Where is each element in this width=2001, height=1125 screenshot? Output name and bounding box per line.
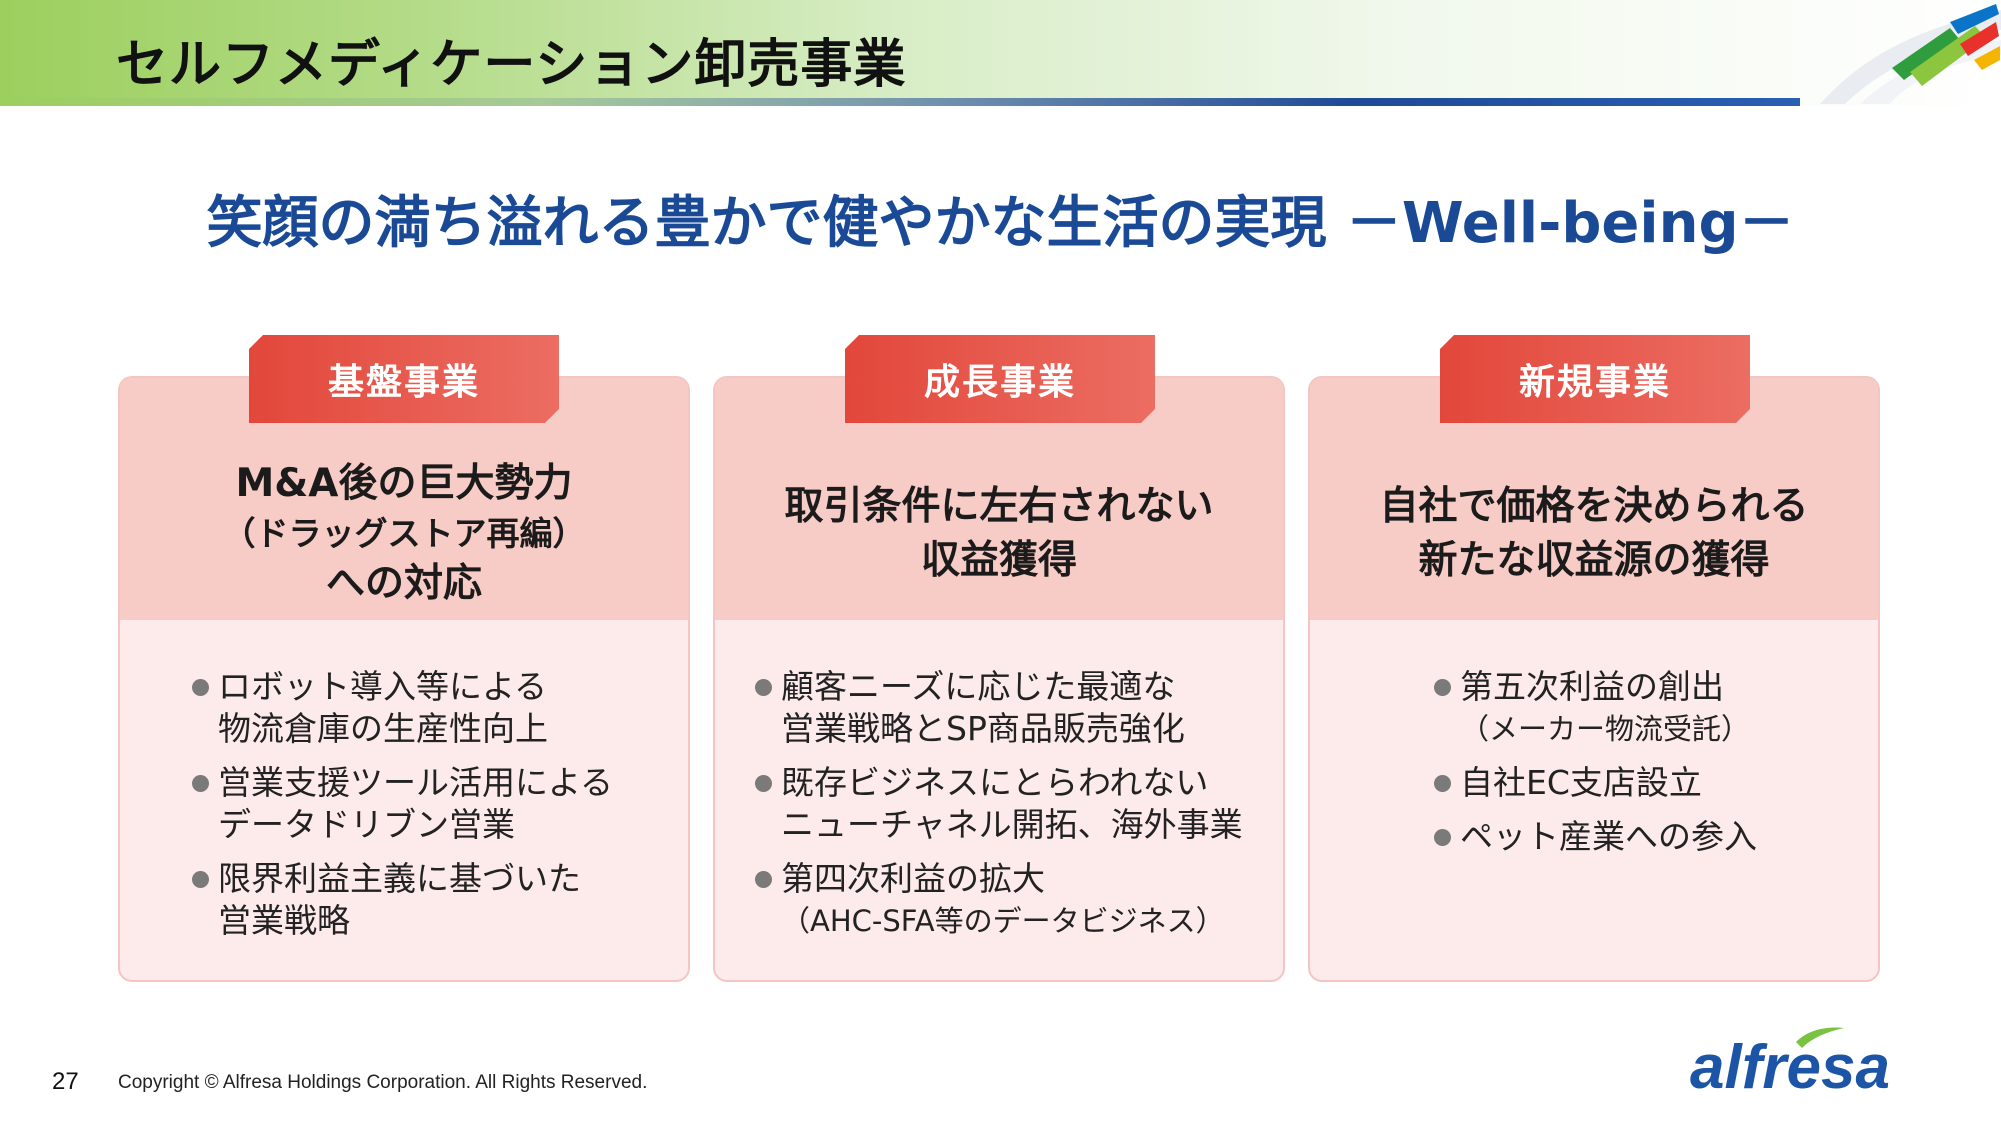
bullet-item: ロボット導入等による 物流倉庫の生産性向上 [192,666,613,750]
tab-foundation-business: 基盤事業 [249,335,559,423]
bullet-item: 第四次利益の拡大 （AHC-SFA等のデータビジネス） [755,858,1243,942]
tab-new-business: 新規事業 [1440,335,1750,423]
header-band [0,0,2001,106]
bullet-dot-icon [1434,679,1451,696]
bullet-dot-icon [192,679,209,696]
card-heading: M&A後の巨大勢力 （ドラッグストア再編） への対応 [120,448,688,620]
bullet-list: ロボット導入等による 物流倉庫の生産性向上 営業支援ツール活用による データドリ… [192,666,613,954]
bullet-line: 限界利益主義に基づいた [218,859,581,898]
bullet-item: ペット産業への参入 [1434,816,1757,858]
bullet-item: 自社EC支店設立 [1434,762,1757,804]
bullet-line: 自社EC支店設立 [1460,763,1702,802]
bullet-item: 既存ビジネスにとらわれない ニューチャネル開拓、海外事業 [755,762,1243,846]
bullet-line: データドリブン営業 [218,805,515,844]
bullet-line: 営業支援ツール活用による [218,763,614,802]
tagline: 笑顔の満ち溢れる豊かで健やかな生活の実現 －Well-being－ [206,191,1795,256]
header-rule [0,98,1800,106]
bullet-item: 限界利益主義に基づいた 営業戦略 [192,858,613,942]
bullet-dot-icon [192,775,209,792]
card-new-business: 自社で価格を決められる 新たな収益源の獲得 第五次利益の創出 （メーカー物流受託… [1308,376,1880,982]
card-growth-business: 取引条件に左右されない 収益獲得 顧客ニーズに応じた最適な 営業戦略とSP商品販… [713,376,1285,982]
bullet-item: 顧客ニーズに応じた最適な 営業戦略とSP商品販売強化 [755,666,1243,750]
card-heading: 取引条件に左右されない 収益獲得 [715,448,1283,620]
bullet-dot-icon [755,679,772,696]
bullet-line: ペット産業への参入 [1460,817,1757,856]
bullet-item: 営業支援ツール活用による データドリブン営業 [192,762,613,846]
card-heading-line: 新たな収益源の獲得 [1418,538,1770,583]
alfresa-logo-text: alfresa [1690,1033,1890,1100]
bullet-line: （AHC-SFA等のデータビジネス） [781,904,1225,938]
bullet-line: 既存ビジネスにとらわれない [781,763,1209,802]
card-foundation-business: M&A後の巨大勢力 （ドラッグストア再編） への対応 ロボット導入等による 物流… [118,376,690,982]
bullet-dot-icon [755,775,772,792]
card-heading-line: （ドラッグストア再編） [222,514,586,553]
card-heading-line: 自社で価格を決められる [1379,484,1809,529]
bullet-line: 顧客ニーズに応じた最適な [781,667,1176,706]
bullet-line: 第五次利益の創出 [1460,667,1724,706]
bullet-line: ロボット導入等による [218,667,548,706]
bullet-line: 第四次利益の拡大 [781,859,1045,898]
page-number: 27 [52,1068,79,1095]
bullet-list: 第五次利益の創出 （メーカー物流受託） 自社EC支店設立 ペット産業への参入 [1434,666,1757,870]
card-heading-line: 収益獲得 [920,538,1077,583]
bullet-line: 営業戦略 [218,901,350,940]
bullet-dot-icon [1434,775,1451,792]
bullet-line: 物流倉庫の生産性向上 [218,709,548,748]
bullet-item: 第五次利益の創出 （メーカー物流受託） [1434,666,1757,750]
bullet-list: 顧客ニーズに応じた最適な 営業戦略とSP商品販売強化 既存ビジネスにとらわれない… [755,666,1243,954]
bullet-dot-icon [1434,829,1451,846]
copyright-text: Copyright © Alfresa Holdings Corporation… [118,1072,648,1093]
corner-ribbon-logo-icon [1820,4,2001,104]
alfresa-logo: alfresa [1690,1027,1890,1100]
card-heading-line: 取引条件に左右されない [784,484,1214,529]
bullet-line: 営業戦略とSP商品販売強化 [781,709,1185,748]
bullet-dot-icon [192,871,209,888]
bullet-line: ニューチャネル開拓、海外事業 [781,805,1243,844]
bullet-line: （メーカー物流受託） [1460,712,1751,746]
page-title: セルフメディケーション卸売事業 [116,35,907,95]
bullet-dot-icon [755,871,772,888]
card-heading: 自社で価格を決められる 新たな収益源の獲得 [1310,448,1878,620]
card-heading-line: への対応 [325,561,482,606]
card-heading-line: M&A後の巨大勢力 [235,461,573,506]
tab-growth-business: 成長事業 [845,335,1155,423]
